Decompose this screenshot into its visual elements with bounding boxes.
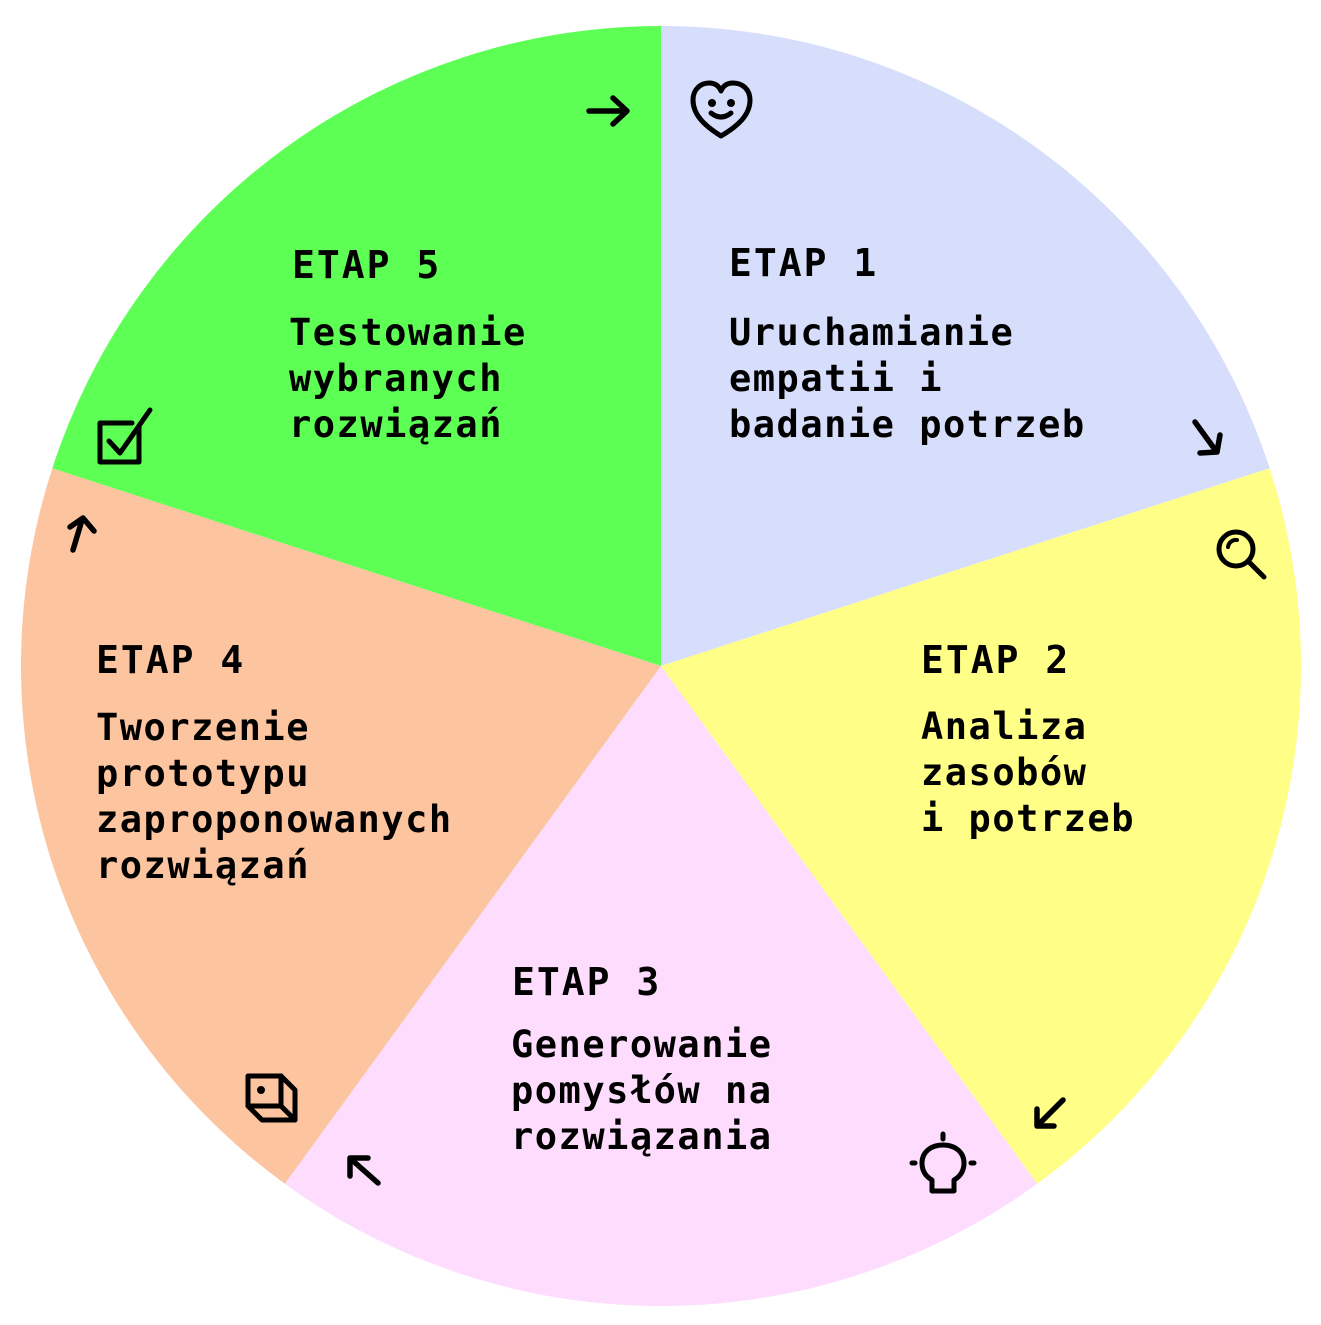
stage-2-line-2: zasobów [921, 751, 1087, 794]
cube-icon [245, 1073, 298, 1123]
stage-1-line-3: badanie potrzeb [729, 403, 1086, 446]
stage-5-line-1: Testowanie [289, 311, 527, 354]
arrow-icon [67, 95, 1223, 1186]
lightbulb-icon [909, 1131, 977, 1194]
stage-2-line-1: Analiza [921, 705, 1087, 748]
stage-1-title: ETAP 1 [729, 241, 878, 285]
stage-4-line-3: zaproponowanych [96, 798, 453, 841]
stage-3-title: ETAP 3 [512, 960, 661, 1004]
sector-etap-1 [661, 26, 1270, 666]
stage-1-label: ETAP 1 Uruchamianie empatii i badanie po… [729, 241, 1086, 446]
checkbox-icon [97, 407, 153, 465]
stage-4-title: ETAP 4 [96, 638, 245, 682]
stage-3-label: ETAP 3 Generowanie pomysłów na rozwiązan… [511, 960, 773, 1158]
stage-3-line-3: rozwiązania [511, 1115, 773, 1158]
sectors [20, 25, 1302, 1306]
arrow-stage-4-to-5 [67, 515, 97, 553]
sector-etap-2 [661, 468, 1302, 1184]
stage-4-label: ETAP 4 Tworzenie prototypu zaproponowany… [96, 638, 453, 887]
sector-etap-4 [20, 468, 662, 1184]
stage-2-title: ETAP 2 [921, 638, 1070, 682]
stage-4-line-2: prototypu [96, 752, 310, 795]
stage-1-line-1: Uruchamianie [729, 311, 1014, 354]
stage-5-line-2: wybranych [289, 357, 503, 400]
magnifier-icon [1216, 529, 1267, 580]
stage-5-line-3: rozwiązań [289, 403, 503, 446]
stage-5-label: ETAP 5 Testowanie wybranych rozwiązań [289, 243, 527, 446]
stage-2-label: ETAP 2 Analiza zasobów i potrzeb [921, 638, 1135, 840]
stage-3-line-1: Generowanie [511, 1023, 773, 1066]
arrow-stage-3-to-4 [347, 1155, 381, 1186]
stage-3-line-2: pomysłów na [511, 1069, 773, 1112]
arrow-stage-1-to-2 [1192, 419, 1223, 456]
stage-5-title: ETAP 5 [292, 243, 441, 287]
stage-4-line-1: Tworzenie [96, 706, 310, 749]
stage-4-line-4: rozwiązań [96, 844, 310, 887]
stage-1-line-2: empatii i [729, 357, 943, 400]
stage-2-line-3: i potrzeb [921, 797, 1135, 840]
heart-smile-icon [690, 80, 753, 139]
sector-etap-5 [52, 25, 661, 666]
arrow-stage-2-to-3 [1034, 1097, 1066, 1129]
sector-etap-3 [284, 666, 1038, 1306]
arrow-stage-5-to-1 [586, 95, 630, 127]
